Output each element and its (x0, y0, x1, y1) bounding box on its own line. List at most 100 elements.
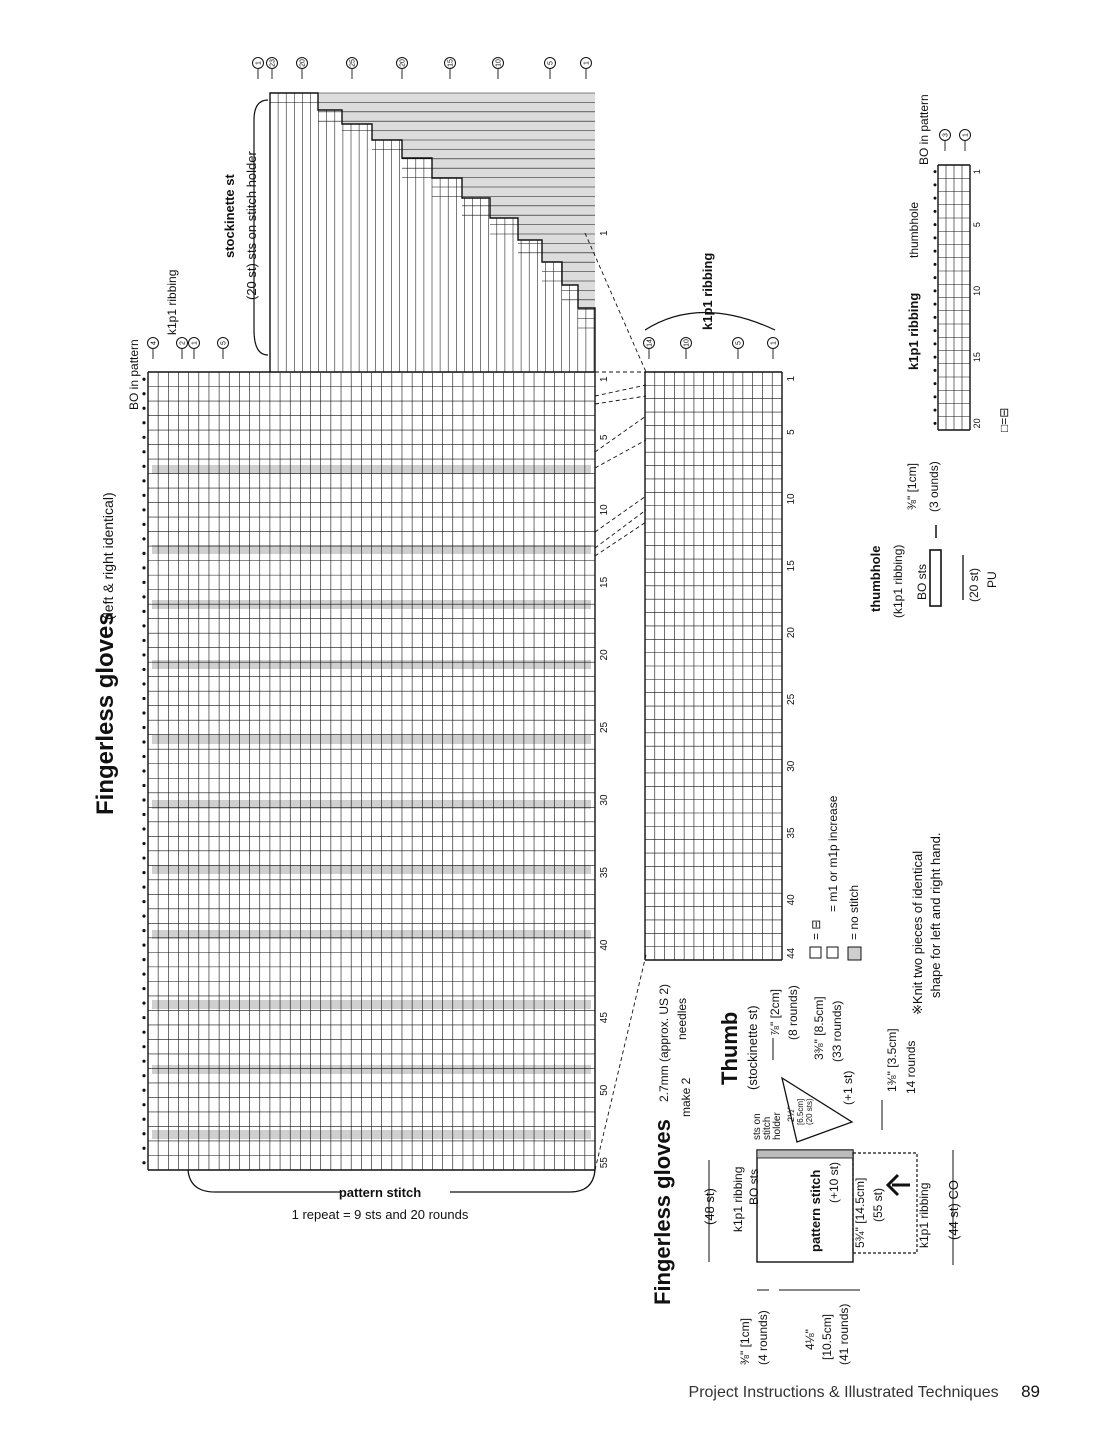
gusset-round-marker-label: 10 (496, 59, 503, 67)
thumb-round-marker-circle (680, 337, 692, 349)
thumb-round-marker-label: 5 (736, 341, 743, 345)
gusset-round-marker-label: 20 (400, 59, 407, 67)
pattern-stitch-brace (187, 1169, 596, 1193)
bo-dot (142, 508, 146, 512)
bo-dot (142, 856, 146, 860)
bo-in-pattern-label: BO in pattern (127, 339, 141, 410)
main-chart-subtitle: (left & right identical) (100, 492, 116, 620)
bo-dot (142, 1059, 146, 1063)
legend-empty-square (809, 946, 822, 959)
ribbing-label: k1p1 ribbing (165, 270, 179, 335)
main-row-tick: 5 (599, 434, 610, 440)
hole-bo-dot (933, 209, 937, 213)
thumb-stitch-chart (644, 371, 783, 961)
bo-dot (142, 624, 146, 628)
bo-dot (142, 1045, 146, 1049)
gusset-round-marker-circle (492, 57, 504, 69)
hole-bo-dot (933, 395, 937, 399)
thumb-row-tick: 44 (786, 947, 797, 959)
gusset-round-marker-circle (266, 57, 278, 69)
bo-dot (142, 725, 146, 730)
thumb-height-rounds: (8 rounds) (786, 985, 800, 1040)
thumb-round-marker-circle (643, 337, 655, 349)
thumb-round-marker-circle (767, 337, 779, 349)
bo-dot (142, 827, 146, 831)
bo-dot (142, 377, 146, 381)
left-418: 4⅛" (803, 1329, 817, 1350)
hole-bo-dot (933, 302, 937, 306)
thumb-row-tick: 15 (786, 560, 797, 572)
bo-dot (142, 987, 146, 991)
main-row-tick: 15 (599, 576, 610, 588)
hole-bo-dot (933, 368, 937, 372)
thumb-row-tick: 5 (786, 429, 797, 435)
thumbhole-title: thumbhole (868, 546, 883, 612)
thumbhole-bar (929, 549, 942, 607)
hole-bo-dot (933, 223, 937, 227)
bo-dot (142, 1146, 146, 1150)
gusset-round-marker-circle (580, 57, 592, 69)
bo-dot (142, 450, 146, 454)
thumb-round-marker-label: 14 (647, 339, 654, 347)
holder-line2: stitch (762, 1117, 773, 1140)
hole-bo-dot (933, 421, 937, 425)
hole-bo-dot (933, 315, 937, 319)
thumbhole-round-marker-label: 3 (943, 133, 950, 137)
thumb-length: 3⅜" [8.5cm] (812, 996, 826, 1060)
gusset-round-marker-label: 25 (350, 59, 357, 67)
thumbhole-bo: BO sts (915, 564, 929, 600)
bo-dot (142, 595, 146, 599)
hole-bo-dot (933, 183, 937, 187)
bo-dot (142, 522, 146, 526)
schematic-title: Fingerless gloves (650, 1119, 675, 1305)
glove-top-ribbing (756, 1149, 854, 1159)
thumbhole-stitch-chart (933, 164, 971, 431)
bo-dot (142, 769, 146, 773)
bo-dot (142, 972, 146, 976)
bo-dot (142, 406, 146, 410)
thumbhole-chart-sublabel: thumbhole (907, 202, 921, 258)
main-row-tick: 50 (599, 1084, 610, 1096)
bo-dot (142, 1074, 146, 1078)
thumbhole-chart-label: k1p1 ribbing (906, 293, 921, 370)
glove-cuff (852, 1152, 918, 1254)
main-row-tick: 20 (599, 649, 610, 661)
main-row-tick: 1 (599, 376, 610, 382)
thumb-row-tick: 20 (786, 627, 797, 639)
gusset-round-marker-label: 1 (256, 61, 263, 65)
rib2-label: k1p1 ribbing (917, 1183, 931, 1248)
hole-bo-dot (933, 236, 937, 240)
direction-arrow (885, 1173, 910, 1197)
gusset-height-rounds: 14 rounds (904, 1041, 918, 1094)
bo-dot (142, 696, 146, 701)
bo-dot (142, 1030, 146, 1034)
hole-bo-dot (933, 262, 937, 266)
gusset-round-marker-label: 15 (448, 59, 455, 67)
main-round-marker-label: 2 (180, 341, 187, 345)
bo-dot (142, 653, 146, 657)
bo-dot (142, 929, 146, 933)
thumb-row-tick: 10 (786, 493, 797, 505)
bo-dot (142, 1016, 146, 1020)
main-row-tick: 45 (599, 1012, 610, 1024)
bo-dot (142, 682, 146, 686)
thumb-row-tick: 35 (786, 827, 797, 839)
main-row-tick: 35 (599, 867, 610, 879)
thumbhole-legend: □=⊟ (997, 408, 1011, 432)
bo-dot (142, 551, 146, 555)
hole-bo-dot (933, 329, 937, 333)
thumb-round-marker-label: 10 (684, 339, 691, 347)
thumb-row-tick: 25 (786, 693, 797, 705)
pattern-label: pattern stitch (808, 1170, 823, 1252)
bo-dot (142, 1088, 146, 1092)
thumb-row-tick: 1 (786, 375, 797, 381)
gusset-round-marker-circle (296, 57, 308, 69)
thumbhole-round-marker-label: 1 (963, 133, 970, 137)
bo-dot (142, 783, 146, 788)
left-105: [10.5cm] (820, 1314, 834, 1360)
gusset-round-marker-circle (346, 57, 358, 69)
page-footer: Project Instructions & Illustrated Techn… (0, 1382, 1040, 1402)
left-38: ⅜" [1cm] (738, 1318, 752, 1365)
thumb-ribbing-brace (644, 311, 776, 331)
